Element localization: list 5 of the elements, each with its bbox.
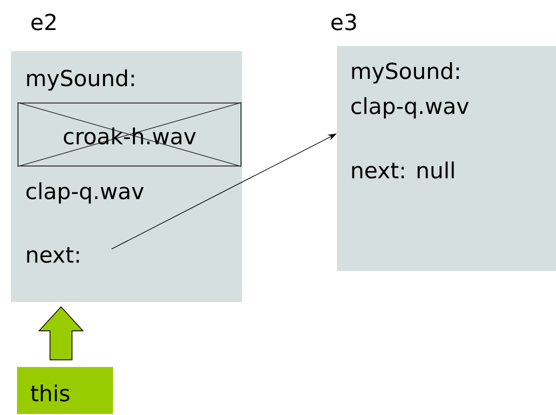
object-label: e2 <box>31 14 56 30</box>
variable-box: this <box>17 367 113 414</box>
object-label: e3 <box>331 14 356 30</box>
memory-box: mySound: clap-q.wav next: null <box>337 46 556 271</box>
block-arrow <box>38 306 84 360</box>
